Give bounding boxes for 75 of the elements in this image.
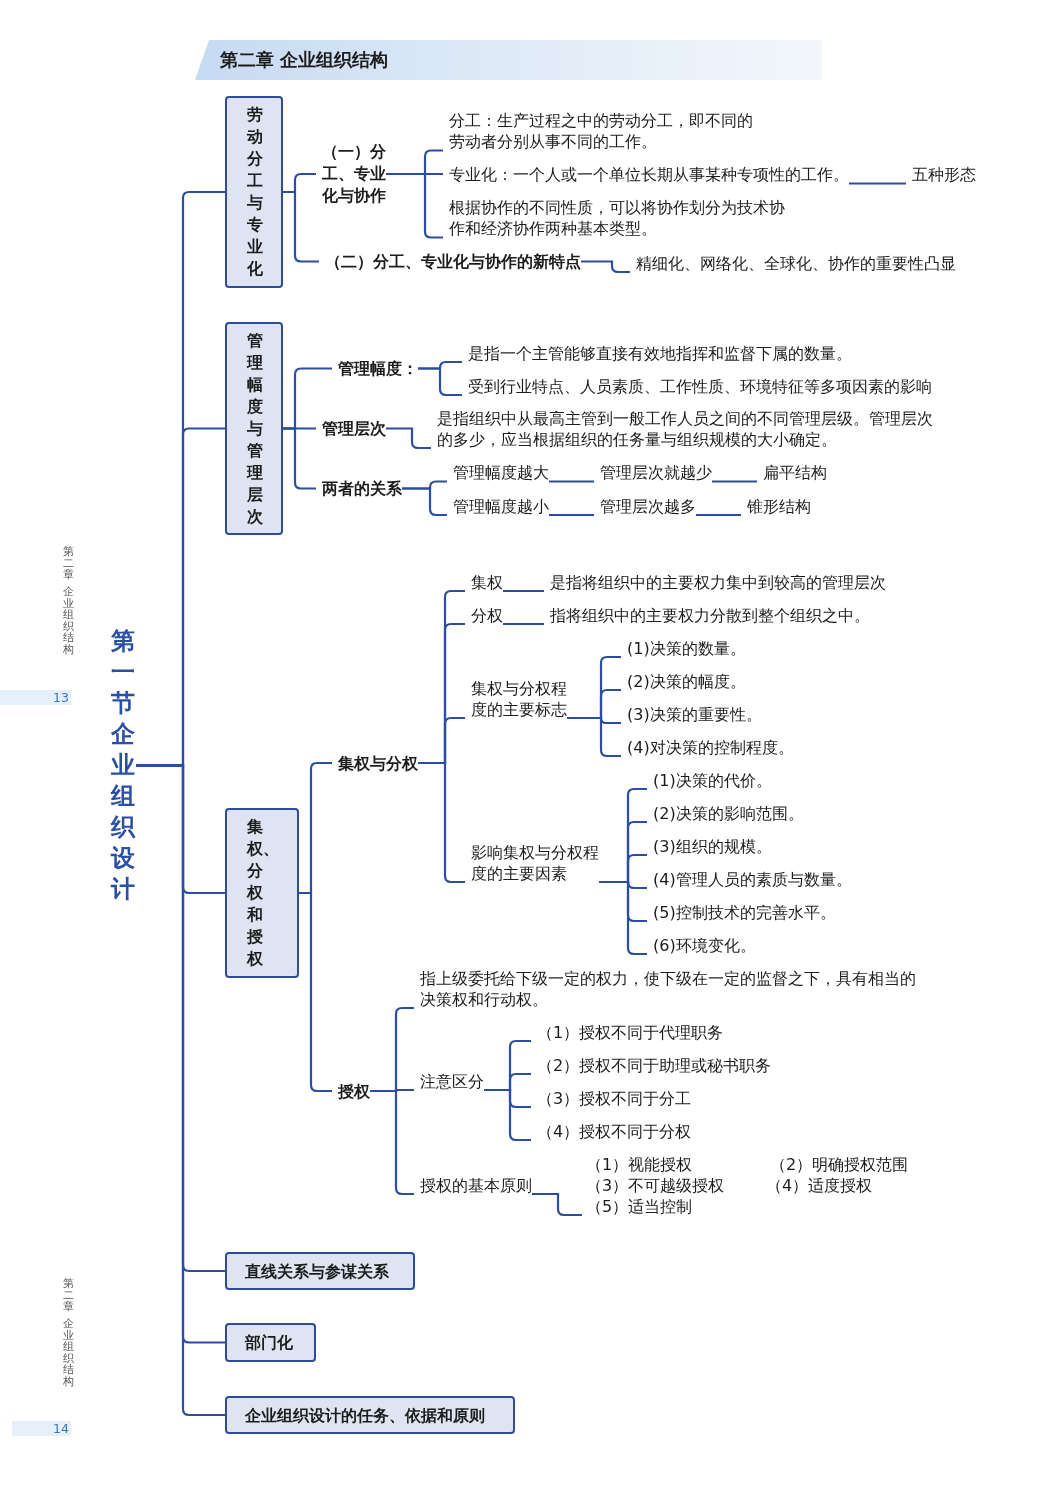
branch-line bbox=[386, 427, 431, 450]
page-number: 13 bbox=[0, 690, 71, 705]
note-text: 是指将组织中的主要权力集中到较高的管理层次 bbox=[544, 571, 886, 593]
list-item: （2）明确授权范围 bbox=[770, 1153, 909, 1175]
note-text: （3）授权不同于分工 bbox=[531, 1087, 692, 1109]
note-text: (2)决策的影响范围。 bbox=[647, 802, 804, 824]
note-text: 指上级委托给下级一定的权力，使下级在一定的监督之下，具有相当的决策权和行动权。 bbox=[414, 967, 916, 1010]
note-text: 锥形结构 bbox=[741, 495, 811, 517]
topic-box: 部门化 bbox=[225, 1323, 316, 1362]
note-text: 根据协作的不同性质，可以将协作划分为技术协作和经济协作两种基本类型。 bbox=[443, 197, 785, 239]
list-item: （1）视能授权 bbox=[586, 1153, 693, 1175]
note-text: (3)决策的重要性。 bbox=[621, 703, 762, 725]
topic-label: （一）分工、专业化与协作 bbox=[316, 141, 386, 207]
note-text: 是指组织中从最高主管到一般工作人员之间的不同管理层级。管理层次的多少，应当根据组织的任务量与组织规模的大小确定。 bbox=[431, 407, 933, 450]
note-text: 扁平结构 bbox=[757, 462, 827, 483]
note-text: (4)管理人员的素质与数量。 bbox=[647, 868, 852, 890]
note-text: （4）授权不同于分权 bbox=[531, 1120, 692, 1142]
note-text: (1)决策的数量。 bbox=[621, 637, 746, 659]
note-text: 影响集权与分权程度的主要因素 bbox=[465, 841, 599, 884]
note-text: (6)环境变化。 bbox=[647, 934, 756, 956]
note-text: 集权 bbox=[465, 571, 503, 593]
margin-text: 第二章 bbox=[62, 1278, 74, 1313]
note-text: 精细化、网络化、全球化、协作的重要性凸显 bbox=[630, 252, 956, 274]
topic-box: 集权、分权和授权 bbox=[225, 808, 299, 978]
topic-box: 直线关系与参谋关系 bbox=[225, 1252, 415, 1290]
note-text: (1)决策的代价。 bbox=[647, 769, 772, 791]
page-number: 14 bbox=[12, 1421, 71, 1436]
note-text: 集权与分权程度的主要标志 bbox=[465, 677, 567, 720]
note-text: 注意区分 bbox=[414, 1070, 484, 1092]
note-text: (4)对决策的控制程度。 bbox=[621, 736, 794, 758]
margin-text: 企业组织结构 bbox=[62, 586, 74, 656]
chapter-header: 第二章 企业组织结构 bbox=[195, 40, 822, 80]
branch-line bbox=[503, 622, 544, 626]
topic-label: 管理幅度： bbox=[332, 358, 418, 379]
note-text: 管理层次越多 bbox=[594, 495, 696, 517]
note-text: 授权的基本原则 bbox=[414, 1174, 532, 1196]
branch-line bbox=[849, 182, 906, 185]
branch-line bbox=[532, 1192, 582, 1217]
note-text: 受到行业特点、人员素质、工作性质、环境特征等多项因素的影响 bbox=[462, 375, 932, 397]
branch-line bbox=[549, 513, 594, 517]
note-text: (3)组织的规模。 bbox=[647, 835, 772, 857]
topic-label: 集权与分权 bbox=[332, 752, 418, 774]
list-item: （3）不可越级授权 bbox=[586, 1174, 725, 1196]
note-text: 管理幅度越大 bbox=[447, 462, 549, 483]
branch-line bbox=[283, 190, 319, 263]
branch-line bbox=[581, 260, 630, 274]
topic-box: 企业组织设计的任务、依据和原则 bbox=[225, 1396, 515, 1434]
note-text: (2)决策的幅度。 bbox=[621, 670, 746, 692]
topic-box: 劳动分工与专业化 bbox=[225, 96, 283, 288]
note-text: （1）授权不同于代理职务 bbox=[531, 1021, 724, 1043]
branch-line bbox=[549, 480, 594, 483]
note-text: 管理幅度越小 bbox=[447, 495, 549, 517]
margin-text: 第二章 bbox=[62, 546, 74, 581]
topic-label: 两者的关系 bbox=[316, 478, 402, 499]
branch-line bbox=[712, 480, 757, 483]
note-text: (5)控制技术的完善水平。 bbox=[647, 901, 836, 923]
note-text: 分权 bbox=[465, 604, 503, 626]
note-text: （2）授权不同于助理或秘书职务 bbox=[531, 1054, 772, 1076]
topic-label: 授权 bbox=[332, 1080, 370, 1102]
branch-line bbox=[696, 513, 741, 517]
note-text: 分工：生产过程之中的劳动分工，即不同的劳动者分别从事不同的工作。 bbox=[443, 110, 753, 152]
note-text: 专业化：一个人或一个单位长期从事某种专项性的工作。 bbox=[443, 164, 849, 185]
list-item: （5）适当控制 bbox=[586, 1195, 693, 1217]
branch-line bbox=[402, 487, 447, 517]
topic-label: 管理层次 bbox=[316, 418, 386, 439]
note-text: 指将组织中的主要权力分散到整个组织之中。 bbox=[544, 604, 870, 626]
branch-line bbox=[503, 589, 544, 593]
section-heading: 第一节企业组织设计 bbox=[110, 626, 136, 905]
topic-box: 管理幅度与管理层次 bbox=[225, 322, 283, 535]
list-item: （4）适度授权 bbox=[766, 1174, 873, 1196]
margin-text: 企业组织结构 bbox=[62, 1318, 74, 1388]
note-text: 五种形态 bbox=[906, 164, 976, 185]
topic-label: （二）分工、专业化与协作的新特点 bbox=[319, 251, 581, 272]
note-text: 是指一个主管能够直接有效地指挥和监督下属的数量。 bbox=[462, 342, 852, 364]
note-text: 管理层次就越少 bbox=[594, 462, 712, 483]
